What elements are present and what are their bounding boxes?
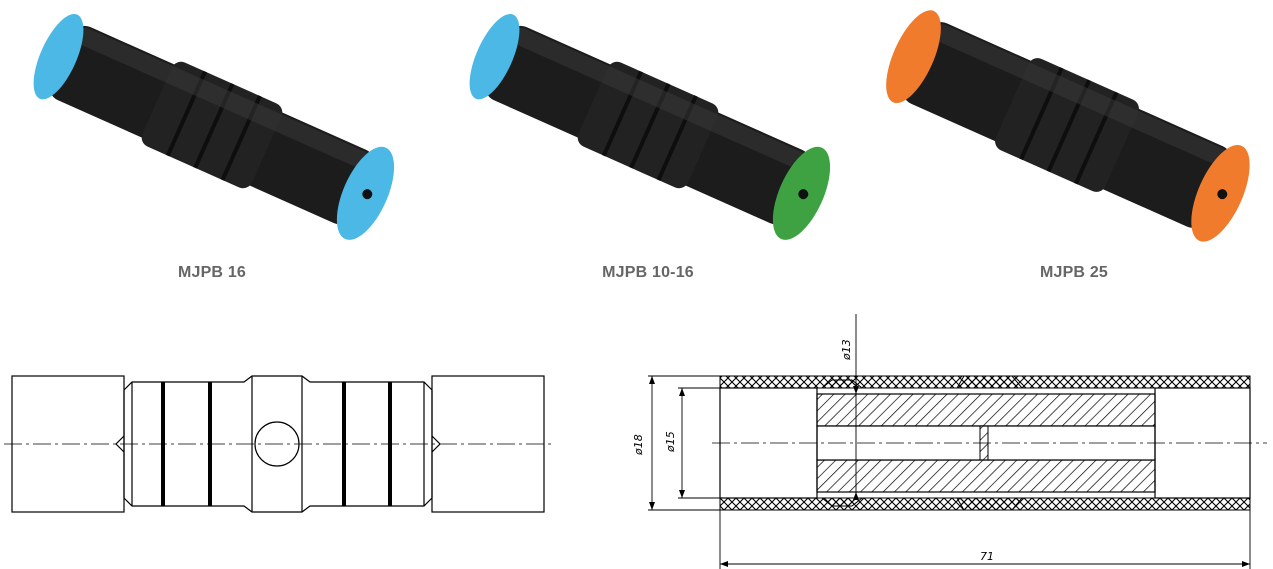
- product-label: MJPB 25: [1039, 264, 1109, 281]
- section-view-drawing: ø18 ø15 ø13 71: [632, 314, 1267, 569]
- dim-hole-diameter: ø13: [840, 339, 853, 361]
- product-mjpb-25: MJPB 25: [862, 0, 1273, 300]
- cap-left: [469, 14, 520, 100]
- product-mjpb-10-16: MJPB 10-16: [436, 0, 860, 300]
- product-mjpb-16: MJPB 16: [0, 0, 424, 300]
- cap-left: [886, 10, 941, 104]
- product-label: MJPB 10-16: [602, 264, 694, 281]
- product-label: MJPB 16: [177, 264, 247, 281]
- connector-photo-mjpb-10-16: [469, 14, 831, 240]
- dim-length: 71: [980, 550, 994, 563]
- dim-outer-diameter: ø18: [632, 434, 645, 456]
- dim-inner-diameter: ø15: [664, 431, 677, 453]
- connector-photo-mjpb-25: [886, 10, 1250, 242]
- cap-left: [33, 14, 84, 100]
- side-view-drawing: [4, 375, 552, 513]
- connector-photo-mjpb-16: [33, 14, 395, 240]
